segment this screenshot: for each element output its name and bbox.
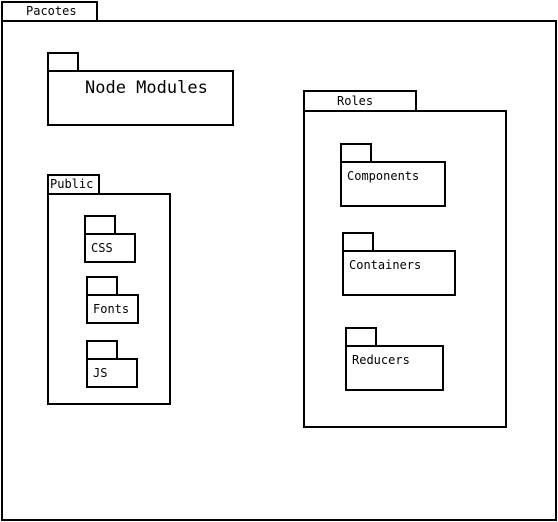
fonts-package-body: Fonts xyxy=(86,294,139,324)
node-modules-package-tab xyxy=(47,52,79,72)
reducers-package-label: Reducers xyxy=(352,353,410,367)
public-package-label: Public xyxy=(50,177,94,191)
components-package-label: Components xyxy=(347,169,420,183)
roles-package-tab: Roles xyxy=(303,90,417,112)
css-package-body: CSS xyxy=(84,233,136,263)
node-modules-package-label: Node Modules xyxy=(85,78,208,98)
components-package-tab xyxy=(340,143,372,163)
pacotes-package-label: Pacotes xyxy=(26,4,77,18)
pacotes-package-tab: Pacotes xyxy=(1,1,98,22)
css-package-tab xyxy=(84,215,116,235)
fonts-package-label: Fonts xyxy=(93,302,130,316)
js-package-body: JS xyxy=(86,358,138,388)
public-package-tab: Public xyxy=(47,174,100,195)
containers-package-body: Containers xyxy=(342,250,456,296)
css-package-label: CSS xyxy=(91,241,113,255)
components-package-body: Components xyxy=(340,161,446,207)
reducers-package-tab xyxy=(345,327,377,347)
containers-package-tab xyxy=(342,232,374,252)
js-package-label: JS xyxy=(93,366,108,380)
js-package-tab xyxy=(86,340,118,360)
fonts-package-tab xyxy=(86,276,118,296)
reducers-package-body: Reducers xyxy=(345,345,444,391)
node-modules-package-body: Node Modules xyxy=(47,70,234,126)
roles-package-label: Roles xyxy=(337,94,374,108)
containers-package-label: Containers xyxy=(349,258,422,272)
